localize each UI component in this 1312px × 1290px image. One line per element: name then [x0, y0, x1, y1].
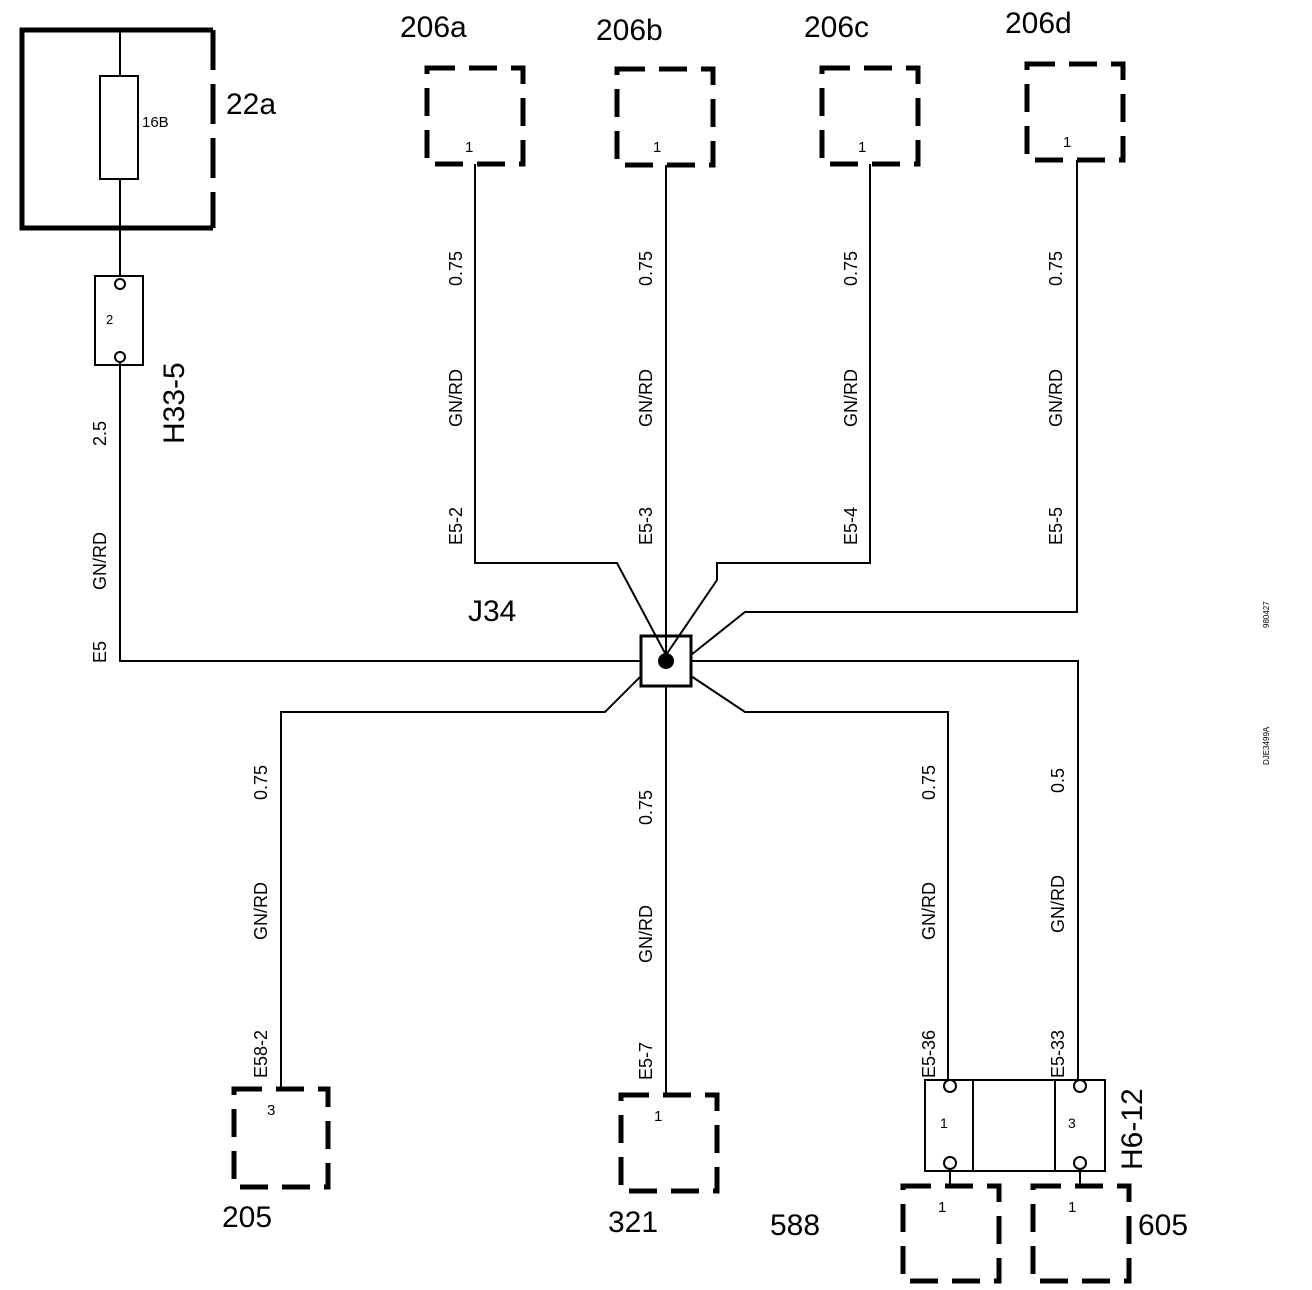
wire-color: GN/RD — [919, 882, 939, 940]
wire-color: GN/RD — [1046, 369, 1066, 427]
wire-e5: 2.5 GN/RD E5 — [90, 362, 641, 663]
terminal-icon — [114, 351, 126, 363]
component-pin: 1 — [858, 139, 866, 156]
wire-color: GN/RD — [251, 882, 271, 940]
wire-size: 0.75 — [841, 251, 861, 286]
wire-e5-36: 0.75 GN/RD E5-36 — [690, 675, 949, 1080]
terminal-icon — [1073, 1156, 1087, 1170]
wire-color: GN/RD — [1048, 875, 1068, 933]
wire-code: E5-5 — [1046, 507, 1066, 545]
component-label: 206d — [1005, 7, 1072, 40]
component-205: 205 3 0.75 GN/RD E58-2 — [222, 675, 642, 1234]
component-pin: 1 — [654, 1108, 662, 1125]
component-pin: 1 — [1063, 134, 1071, 151]
wire-color: GN/RD — [841, 369, 861, 427]
fuse-box-label: 22a — [226, 88, 276, 121]
component-label: 206c — [804, 11, 869, 44]
wire-code: E5-7 — [636, 1042, 656, 1080]
component-label: 206a — [400, 11, 467, 44]
wire-size: 0.75 — [636, 251, 656, 286]
connector-h6-label: H6-12 — [1116, 1088, 1149, 1170]
wire-code: E5-3 — [636, 507, 656, 545]
component-label: 605 — [1138, 1209, 1188, 1242]
wire-color: GN/RD — [636, 369, 656, 427]
fuse-label: 16B — [142, 114, 169, 131]
side-code-top: 980427 — [1262, 601, 1271, 628]
component-pin: 1 — [653, 139, 661, 156]
component-label: 588 — [770, 1209, 820, 1242]
connector-h6-12: 1 3 H6-12 — [924, 1079, 1149, 1172]
component-label: 205 — [222, 1201, 272, 1234]
component-pin: 1 — [938, 1199, 946, 1216]
wire-code: E5 — [90, 641, 110, 663]
component-label: 321 — [608, 1206, 658, 1239]
wire-size: 2.5 — [90, 421, 110, 446]
wire-size: 0.75 — [251, 765, 271, 800]
wire-code: E5-33 — [1048, 1030, 1068, 1078]
wire-size: 0.5 — [1048, 768, 1068, 793]
wire-color: GN/RD — [90, 532, 110, 590]
component-605: 605 1 — [1030, 1169, 1188, 1284]
terminal-icon — [943, 1156, 957, 1170]
terminal-icon — [114, 278, 126, 290]
wire-code: E5-4 — [841, 507, 861, 545]
component-588: 588 1 — [770, 1169, 1002, 1284]
wire-e5-33: 0.5 GN/RD E5-33 — [691, 660, 1079, 1080]
wire-code: E5-2 — [446, 507, 466, 545]
side-code-bottom: DJE3499A — [1262, 726, 1271, 765]
wire-size: 0.75 — [919, 765, 939, 800]
connector-pin: 2 — [106, 312, 113, 327]
component-206b: 206b 1 0.75 GN/RD E5-3 — [596, 14, 716, 655]
fuse-16b — [99, 75, 139, 180]
wire-color: GN/RD — [636, 905, 656, 963]
component-pin: 3 — [267, 1102, 275, 1119]
wire-code: E5-36 — [919, 1030, 939, 1078]
connector-pin-right: 3 — [1068, 1115, 1076, 1131]
component-321: 321 1 0.75 GN/RD E5-7 — [608, 686, 720, 1239]
component-206a: 206a 1 0.75 GN/RD E5-2 — [400, 11, 667, 656]
component-pin: 1 — [465, 139, 473, 156]
splice-dot-icon — [658, 653, 674, 669]
wire-size: 0.75 — [446, 251, 466, 286]
wire-size: 0.75 — [636, 790, 656, 825]
connector-pin-left: 1 — [940, 1115, 948, 1131]
component-206d: 206d 1 0.75 GN/RD E5-5 — [690, 7, 1126, 656]
component-label: 206b — [596, 14, 663, 47]
connector-h33-5: 2 H33-5 — [94, 275, 191, 444]
wire-color: GN/RD — [446, 369, 466, 427]
terminal-icon — [943, 1079, 957, 1093]
terminal-icon — [1073, 1079, 1087, 1093]
wire-code: E58-2 — [251, 1030, 271, 1078]
component-206c: 206c 1 0.75 GN/RD E5-4 — [665, 11, 921, 656]
wire-size: 0.75 — [1046, 251, 1066, 286]
fuse-box-22a: 16B 22a — [19, 27, 276, 276]
junction-label: J34 — [468, 595, 516, 628]
connector-h33-label: H33-5 — [158, 362, 191, 444]
component-pin: 1 — [1068, 1199, 1076, 1216]
